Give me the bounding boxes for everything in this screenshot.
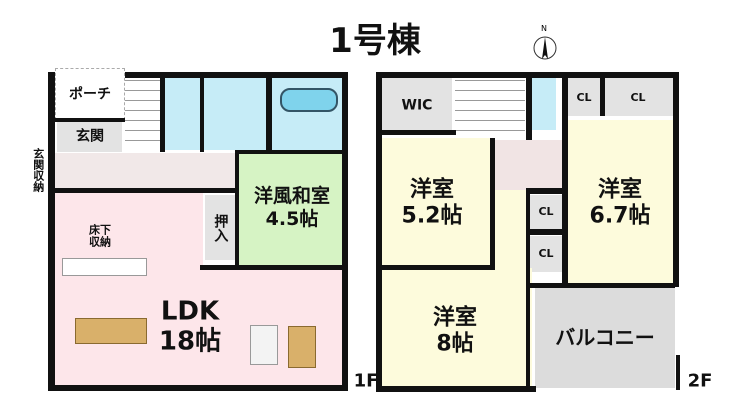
wall [160,72,165,152]
wall [530,283,675,288]
closet-cl-2-label: CL [630,91,646,105]
wall [376,386,536,392]
room-6-7-name: 洋室 [597,177,643,203]
wall [526,78,532,140]
japanese-room [238,153,345,265]
underfloor-storage-label: 床下収納 [89,223,111,248]
entrance-label: 玄関 [76,128,104,145]
japanese-room-size: 4.5帖 [265,208,319,231]
room-5-2 [382,138,490,268]
ldk-size: 18帖 [158,326,222,357]
wall [376,72,382,392]
closet-cl-3 [530,195,562,229]
closet-oshiire [205,195,235,260]
hallway-1f [55,153,235,189]
entrance [57,122,122,152]
wall [48,188,238,193]
wall [530,188,562,194]
wall [48,385,348,391]
sofa-icon [250,325,278,365]
closet-cl-4-label: CL [538,247,554,261]
stairs-2f [455,78,525,140]
closet-cl-1-label: CL [576,91,592,105]
wall [266,72,272,152]
wall [676,355,680,390]
closet-label: 押入 [212,214,229,242]
room-8 [382,268,532,388]
stairs-1f [125,78,160,150]
hallway-2f [495,140,563,190]
wall [376,265,494,270]
wall [342,72,348,390]
room-5-2-size: 5.2帖 [401,203,463,229]
floor-1f-label: 1F [353,370,379,392]
wall [526,188,530,388]
floor-2f-label: 2F [687,370,713,392]
entrance-storage-label: 玄関収納 [31,148,45,192]
closet-cl-3-label: CL [538,205,554,219]
wall [200,72,204,152]
wall [376,72,679,78]
wall [600,78,605,116]
kitchen-counter-icon [62,258,147,276]
compass-label: N [541,24,547,33]
hallway-2f-lower [495,190,530,270]
room-8-size: 8帖 [436,331,474,357]
wic [382,78,452,130]
room-5-2-name: 洋室 [409,177,455,203]
wall [48,72,55,390]
wall [562,78,568,288]
wall [200,265,348,270]
toilet-2f [532,78,556,130]
wall [530,229,562,235]
room-8-name: 洋室 [432,305,478,331]
toilet-1f [165,78,201,150]
wic-label: WIC [401,97,433,114]
wall [55,118,125,122]
balcony-label: バルコニー [555,325,655,350]
japanese-room-name: 洋風和室 [253,185,331,208]
room-6-7-size: 6.7帖 [589,203,651,229]
dining-table-icon [75,318,147,344]
wall [673,72,679,287]
compass-icon: N [532,24,558,62]
bathtub-icon [280,88,338,112]
closet-cl-4 [530,236,562,272]
porch-label: ポーチ [69,86,111,103]
plan-title: 1号棟 [329,21,421,62]
ldk-name: LDK [160,296,220,327]
washroom [204,78,266,150]
closet-cl-1 [568,78,600,116]
room-6-7 [568,120,673,285]
wall [490,138,495,270]
wall [376,130,456,135]
tv-stand-icon [288,326,316,368]
wall [235,150,239,268]
closet-cl-2 [605,78,673,116]
wall [235,150,345,154]
wall [125,72,348,78]
balcony [535,288,675,388]
